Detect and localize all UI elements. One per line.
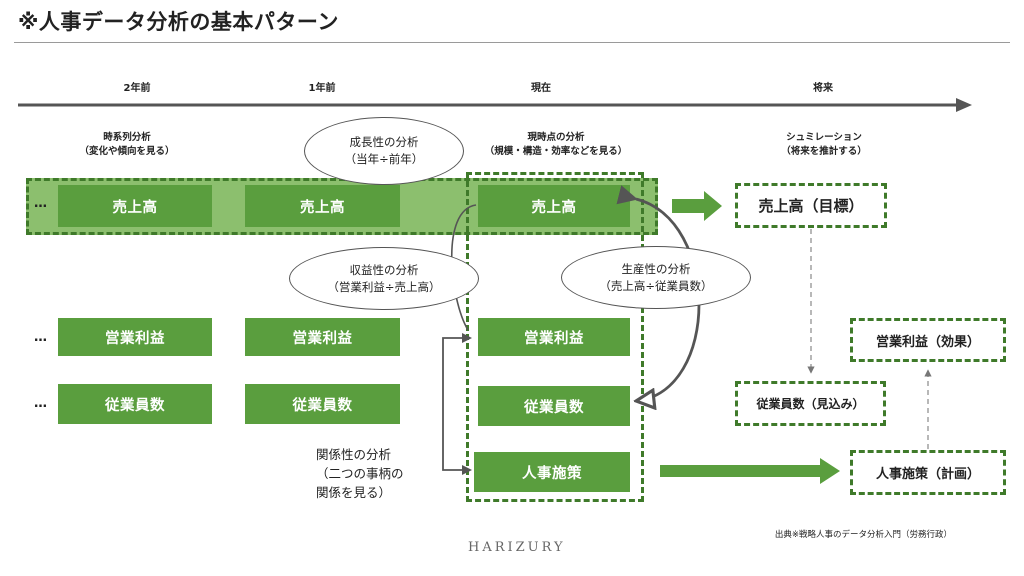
ellipse-growth-formula: （当年÷前年） (344, 152, 424, 166)
caption-simulation: シュミレーション （将来を推計する） (781, 131, 867, 159)
box-sales-1y: 売上高 (245, 185, 400, 227)
page-title: ※人事データ分析の基本パターン (18, 10, 339, 34)
relation-line2: （二つの事柄の (316, 466, 404, 481)
ellipse-profitability-formula: （営業利益÷売上高） (327, 279, 441, 294)
caption-timeseries: 時系列分析 （変化や傾向を見る） (79, 131, 174, 159)
caption-simulation-sub: （将来を推計する） (781, 146, 867, 157)
green-arrow-to-hr-plan (660, 458, 840, 484)
box-sales-2y: 売上高 (58, 185, 212, 227)
caption-current: 現時点の分析 （規模・構造・効率などを見る） (485, 131, 628, 159)
relation-analysis-label: 関係性の分析 （二つの事柄の 関係を見る） (316, 445, 404, 502)
ellipsis-employees: … (34, 396, 47, 411)
box-hr-measures-now: 人事施策 (474, 452, 630, 492)
timeline-label-2y-ago: 2年前 (123, 83, 151, 94)
box-employees-2y: 従業員数 (58, 384, 212, 424)
box-employees-1y: 従業員数 (245, 384, 400, 424)
source-citation: 出典※戦略人事のデータ分析入門（労務行政） (774, 530, 952, 540)
relation-line3: 関係を見る） (316, 485, 392, 500)
box-hr-plan: 人事施策（計画） (850, 450, 1006, 495)
caption-timeseries-sub: （変化や傾向を見る） (79, 146, 175, 157)
ellipse-productivity-formula: （売上高÷従業員数） (599, 278, 713, 293)
box-profit-effect: 営業利益（効果） (850, 318, 1006, 362)
ellipse-profitability-title: 収益性の分析 (349, 262, 419, 277)
ellipse-profitability: 収益性の分析 （営業利益÷売上高） (289, 247, 479, 310)
ellipse-growth: 成長性の分析 （当年÷前年） (304, 117, 464, 185)
box-employees-now: 従業員数 (478, 386, 630, 426)
green-arrow-to-sales-goal (672, 191, 722, 221)
ellipse-growth-title: 成長性の分析 (349, 135, 419, 149)
title-divider (14, 42, 1010, 43)
timeline-label-future: 将来 (813, 83, 833, 94)
ellipsis-profit: … (34, 330, 47, 345)
box-sales-now: 売上高 (478, 185, 630, 227)
box-employees-forecast: 従業員数（見込み） (735, 381, 886, 426)
caption-current-title: 現時点の分析 (527, 132, 585, 143)
box-profit-1y: 営業利益 (245, 318, 400, 356)
ellipse-productivity-title: 生産性の分析 (621, 261, 691, 276)
caption-timeseries-title: 時系列分析 (103, 132, 151, 143)
relation-bracket (442, 337, 468, 471)
timeline-label-now: 現在 (531, 83, 551, 94)
brand-logo: HARIZURY (468, 540, 566, 555)
box-sales-goal: 売上高（目標） (735, 183, 887, 228)
timeline-label-1y-ago: 1年前 (308, 83, 336, 94)
relation-title: 関係性の分析 (316, 447, 392, 462)
box-profit-2y: 営業利益 (58, 318, 212, 356)
ellipsis-sales: … (34, 196, 47, 211)
box-profit-now: 営業利益 (478, 318, 630, 356)
caption-current-sub: （規模・構造・効率などを見る） (484, 146, 628, 157)
ellipse-productivity: 生産性の分析 （売上高÷従業員数） (561, 246, 751, 309)
caption-simulation-title: シュミレーション (786, 132, 862, 143)
